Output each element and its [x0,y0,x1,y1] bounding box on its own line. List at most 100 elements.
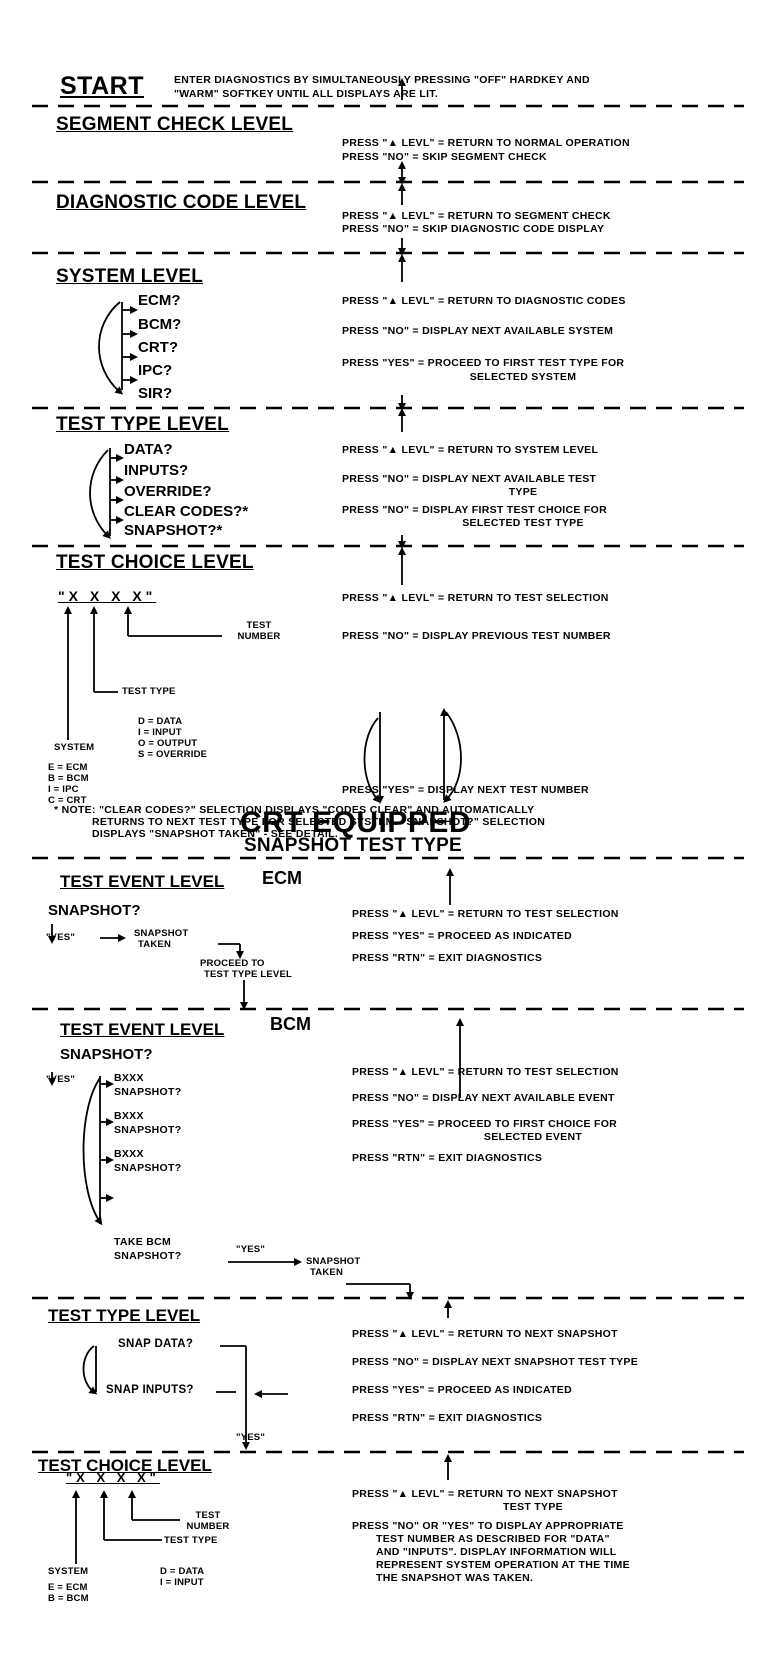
snap-type-press-levl: PRESS "▲ LEVL" = RETURN TO NEXT SNAPSHOT [352,1328,618,1340]
test-type-item-override: OVERRIDE? [124,483,212,500]
snap-test-number-2: NUMBER [186,1521,230,1532]
snap-sys-bcm: B = BCM [48,1593,89,1604]
snap-choice-code: "X X X X" [66,1470,160,1485]
diagnostic-code-title: DIAGNOSTIC CODE LEVEL [56,192,307,213]
ecm-press-levl: PRESS "▲ LEVL" = RETURN TO TEST SELECTIO… [352,908,619,920]
diagnostic-press-levl: PRESS "▲ LEVL" = RETURN TO SEGMENT CHECK [342,210,611,222]
test-type-press-no-line2: TYPE [508,486,538,498]
segment-check-title: SEGMENT CHECK LEVEL [56,114,294,135]
test-type-press-no-2-line2: SELECTED TEST TYPE [462,517,584,529]
test-type-press-no-2: PRESS "NO" = DISPLAY FIRST TEST CHOICE F… [342,504,607,516]
snap-choice-press-levl: PRESS "▲ LEVL" = RETURN TO NEXT SNAPSHOT [352,1488,618,1500]
bcm-press-yes: PRESS "YES" = PROCEED TO FIRST CHOICE FO… [352,1118,618,1130]
type-input: I = INPUT [138,727,182,738]
bcm-item-2: BXXX [114,1110,144,1122]
test-number-label-2: NUMBER [237,631,281,642]
test-type-press-no: PRESS "NO" = DISPLAY NEXT AVAILABLE TEST [342,473,597,485]
bcm-snapshot-taken-2: TAKEN [310,1267,344,1278]
snap-test-type-label: TEST TYPE [164,1535,218,1546]
snap-choice-title: TEST CHOICE LEVEL [38,1456,212,1475]
sys-crt: C = CRT [48,795,87,806]
system-press-yes-line2: SELECTED SYSTEM [469,371,577,383]
ecm-event-title: TEST EVENT LEVEL [60,872,225,891]
note-line1: * NOTE: "CLEAR CODES?" SELECTION DISPLAY… [54,804,535,816]
note-line3: DISPLAYS "SNAPSHOT TAKEN" - SEE DETAIL. [92,828,339,840]
bcm-press-no: PRESS "NO" = DISPLAY NEXT AVAILABLE EVEN… [352,1092,615,1104]
segment-press-levl: PRESS "▲ LEVL" = RETURN TO NORMAL OPERAT… [342,137,630,149]
test-type-item-clear-codes: CLEAR CODES?* [124,503,249,520]
ecm-snapshot-taken-1: SNAPSHOT [134,928,189,939]
bcm-item-1: BXXX [114,1072,144,1084]
snap-type-input: I = INPUT [160,1577,204,1588]
system-item-ecm: ECM? [138,292,181,309]
bcm-item-2b: SNAPSHOT? [114,1124,182,1136]
test-type-level-title: TEST TYPE LEVEL [56,414,229,435]
snap-sys-ecm: E = ECM [48,1582,88,1593]
bcm-item-3: BXXX [114,1148,144,1160]
ecm-tag: ECM [262,868,302,888]
system-press-yes: PRESS "YES" = PROCEED TO FIRST TEST TYPE… [342,357,625,369]
test-type-item-inputs: INPUTS? [124,462,189,479]
bcm-snapshot-taken-1: SNAPSHOT [306,1256,361,1267]
type-data: D = DATA [138,716,183,727]
ecm-proceed-2: TEST TYPE LEVEL [204,969,292,980]
bcm-item-1b: SNAPSHOT? [114,1086,182,1098]
choice-press-yes: PRESS "YES" = DISPLAY NEXT TEST NUMBER [342,784,589,796]
bcm-take-2: SNAPSHOT? [114,1250,182,1262]
snap-choice-press-levl-line2: TEST TYPE [503,1501,563,1513]
note-line2: RETURNS TO NEXT TEST TYPE FOR SELECTED S… [92,816,546,828]
bcm-item-3b: SNAPSHOT? [114,1162,182,1174]
snap-choice-press-line3: AND "INPUTS". DISPLAY INFORMATION WILL [376,1546,617,1558]
bcm-snapshot: SNAPSHOT? [60,1046,153,1063]
bcm-yes-2: "YES" [236,1244,266,1255]
diagnostic-press-no: PRESS "NO" = SKIP DIAGNOSTIC CODE DISPLA… [342,223,605,235]
system-level-title: SYSTEM LEVEL [56,266,204,287]
sys-ipc: I = IPC [48,784,79,795]
bcm-take-1: TAKE BCM [114,1236,172,1248]
ecm-press-yes: PRESS "YES" = PROCEED AS INDICATED [352,930,572,942]
snap-choice-press-line2: TEST NUMBER AS DESCRIBED FOR "DATA" [376,1533,610,1545]
snap-test-number-1: TEST [195,1510,221,1521]
snap-choice-press-line5: THE SNAPSHOT WAS TAKEN. [376,1572,534,1584]
system-press-no: PRESS "NO" = DISPLAY NEXT AVAILABLE SYST… [342,325,614,337]
type-output: O = OUTPUT [138,738,198,749]
bcm-press-levl: PRESS "▲ LEVL" = RETURN TO TEST SELECTIO… [352,1066,619,1078]
system-label: SYSTEM [54,742,95,753]
ecm-proceed-1: PROCEED TO [200,958,265,969]
test-type-press-levl: PRESS "▲ LEVL" = RETURN TO SYSTEM LEVEL [342,444,599,456]
ecm-snapshot: SNAPSHOT? [48,902,141,919]
test-type-item-snapshot: SNAPSHOT?* [124,522,223,539]
ecm-press-rtn: PRESS "RTN" = EXIT DIAGNOSTICS [352,952,543,964]
bcm-press-yes-line2: SELECTED EVENT [483,1131,583,1143]
snapshot-test-type-title: SNAPSHOT TEST TYPE [244,835,462,856]
system-press-levl: PRESS "▲ LEVL" = RETURN TO DIAGNOSTIC CO… [342,295,626,307]
choice-press-no: PRESS "NO" = DISPLAY PREVIOUS TEST NUMBE… [342,630,611,642]
snap-type-data: D = DATA [160,1566,205,1577]
test-type-item-data: DATA? [124,441,173,458]
system-item-bcm: BCM? [138,316,182,333]
segment-press-no: PRESS "NO" = SKIP SEGMENT CHECK [342,151,547,163]
start-text-line1: ENTER DIAGNOSTICS BY SIMULTANEOUSLY PRES… [174,74,590,86]
type-override: S = OVERRIDE [138,749,208,760]
crt-equipped-title: CRT EQUIPPED [240,806,472,839]
snap-inputs-item: SNAP INPUTS? [106,1384,194,1396]
snap-choice-press-line4: REPRESENT SYSTEM OPERATION AT THE TIME [376,1559,630,1571]
bcm-yes: "YES" [46,1074,76,1085]
system-item-ipc: IPC? [138,362,173,379]
system-item-crt: CRT? [138,339,178,356]
test-choice-code: "X X X X" [58,588,157,604]
start-text-line2: "WARM" SOFTKEY UNTIL ALL DISPLAYS ARE LI… [174,88,439,100]
sys-ecm: E = ECM [48,762,88,773]
start-title: START [60,72,144,100]
bcm-tag: BCM [270,1014,311,1034]
test-type-label: TEST TYPE [122,686,176,697]
choice-press-levl: PRESS "▲ LEVL" = RETURN TO TEST SELECTIO… [342,592,609,604]
bcm-press-rtn: PRESS "RTN" = EXIT DIAGNOSTICS [352,1152,543,1164]
sys-bcm: B = BCM [48,773,89,784]
ecm-yes: "YES" [46,932,76,943]
snap-system-label: SYSTEM [48,1566,89,1577]
bcm-event-title: TEST EVENT LEVEL [60,1020,225,1039]
snap-choice-press-noyes: PRESS "NO" OR "YES" TO DISPLAY APPROPRIA… [352,1520,624,1532]
snap-type-press-no: PRESS "NO" = DISPLAY NEXT SNAPSHOT TEST … [352,1356,639,1368]
